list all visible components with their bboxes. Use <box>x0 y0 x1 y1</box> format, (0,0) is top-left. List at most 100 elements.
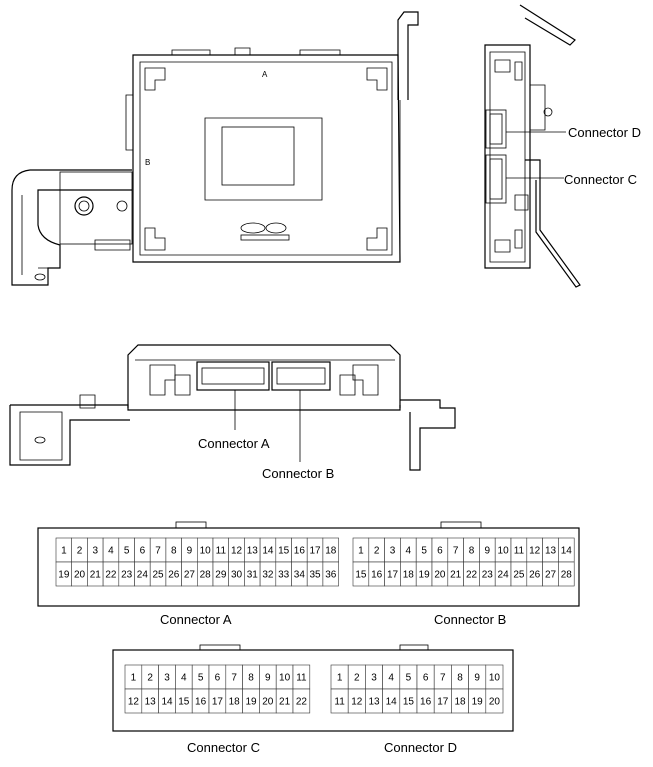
pin-number: 18 <box>229 697 241 708</box>
pin-number: 22 <box>105 570 117 581</box>
pin-number: 20 <box>262 697 274 708</box>
pin-number: 20 <box>434 570 446 581</box>
pin-number: 10 <box>279 673 291 684</box>
front-label-connector-a: Connector A <box>198 436 270 451</box>
pin-number: 15 <box>278 546 290 557</box>
pin-number: 31 <box>247 570 259 581</box>
pin-number: 26 <box>168 570 180 581</box>
pin-number: 11 <box>514 546 525 557</box>
housing-mark-a: A <box>262 70 268 79</box>
pin-number: 21 <box>90 570 102 581</box>
pin-number: 36 <box>325 570 337 581</box>
pin-number: 17 <box>309 546 321 557</box>
pin-number: 23 <box>121 570 133 581</box>
pin-number: 33 <box>278 570 290 581</box>
pin-number: 6 <box>215 673 221 684</box>
pin-number: 18 <box>403 570 415 581</box>
pin-number: 19 <box>58 570 70 581</box>
pin-number: 4 <box>108 546 114 557</box>
pin-number: 5 <box>421 546 427 557</box>
pin-number: 8 <box>171 546 177 557</box>
pin-number: 32 <box>262 570 274 581</box>
pin-number: 3 <box>371 673 377 684</box>
pin-number: 1 <box>358 546 364 557</box>
pin-number: 24 <box>137 570 149 581</box>
pin-number: 14 <box>386 697 398 708</box>
module-top-view: A B <box>11 11 419 286</box>
pin-number: 12 <box>231 546 243 557</box>
pin-number: 2 <box>374 546 380 557</box>
pin-number: 13 <box>545 546 557 557</box>
pinout-label-connector-c: Connector C <box>187 740 260 755</box>
pin-number: 7 <box>440 673 446 684</box>
pin-number: 6 <box>140 546 146 557</box>
pin-number: 19 <box>419 570 431 581</box>
pin-number: 28 <box>561 570 573 581</box>
pin-number: 2 <box>354 673 360 684</box>
pin-number: 16 <box>371 570 383 581</box>
pin-number: 7 <box>231 673 237 684</box>
pin-number: 5 <box>406 673 412 684</box>
module-side-view: Connector D Connector C <box>484 4 641 288</box>
pin-number: 30 <box>231 570 243 581</box>
pin-number: 4 <box>181 673 187 684</box>
pin-number: 21 <box>279 697 291 708</box>
pin-number: 15 <box>355 570 367 581</box>
pin-cell <box>322 561 339 587</box>
pin-number: 8 <box>457 673 463 684</box>
pin-number: 7 <box>453 546 459 557</box>
module-front-view: Connector A Connector B <box>9 344 456 481</box>
pin-number: 27 <box>545 570 557 581</box>
pin-number: 19 <box>245 697 257 708</box>
housing-mark-b: B <box>145 158 150 167</box>
pin-number: 16 <box>420 697 432 708</box>
pin-number: 5 <box>198 673 204 684</box>
pin-number: 7 <box>155 546 161 557</box>
pin-number: 29 <box>215 570 227 581</box>
pinout-label-connector-b: Connector B <box>434 612 506 627</box>
pin-number: 16 <box>195 697 207 708</box>
side-label-connector-d: Connector D <box>568 125 641 140</box>
pin-number: 28 <box>200 570 212 581</box>
pin-number: 14 <box>161 697 173 708</box>
pin-number: 22 <box>296 697 308 708</box>
pin-number: 8 <box>469 546 475 557</box>
pin-number: 2 <box>77 546 83 557</box>
pin-cell <box>558 561 575 587</box>
pin-number: 10 <box>498 546 510 557</box>
pin-number: 15 <box>178 697 190 708</box>
pin-number: 6 <box>423 673 429 684</box>
pin-number: 13 <box>247 546 259 557</box>
pin-number: 11 <box>296 673 307 684</box>
pin-number: 9 <box>474 673 480 684</box>
pin-number: 17 <box>437 697 449 708</box>
pin-number: 14 <box>561 546 573 557</box>
pin-number: 17 <box>212 697 224 708</box>
pin-number: 3 <box>164 673 170 684</box>
pin-number: 8 <box>248 673 254 684</box>
pin-number: 23 <box>482 570 494 581</box>
pin-number: 3 <box>390 546 396 557</box>
pin-number: 35 <box>309 570 321 581</box>
pin-number: 11 <box>216 546 227 557</box>
pin-number: 18 <box>454 697 466 708</box>
pin-cell <box>292 688 311 714</box>
pin-number: 11 <box>334 697 345 708</box>
pin-number: 26 <box>529 570 541 581</box>
pin-number: 4 <box>406 546 412 557</box>
pin-number: 9 <box>187 546 193 557</box>
pin-number: 13 <box>368 697 380 708</box>
pin-number: 25 <box>513 570 525 581</box>
pin-number: 6 <box>437 546 443 557</box>
pin-number: 13 <box>145 697 157 708</box>
pin-number: 12 <box>128 697 140 708</box>
pin-number: 34 <box>294 570 306 581</box>
pin-number: 22 <box>466 570 478 581</box>
pin-number: 9 <box>485 546 491 557</box>
pin-number: 20 <box>74 570 86 581</box>
pin-number: 12 <box>351 697 363 708</box>
